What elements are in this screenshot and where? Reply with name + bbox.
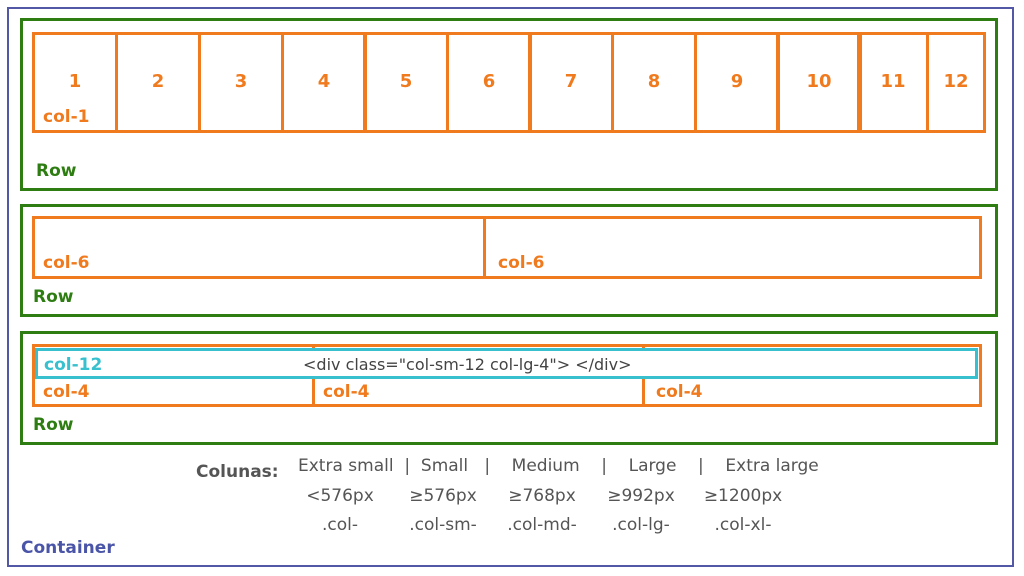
row-1-col-11: 11: [857, 32, 929, 133]
col-6-label: col-6: [43, 253, 90, 273]
col-number: 10: [806, 71, 832, 92]
row-3-col-12-highlight: col-12 <div class="col-sm-12 col-lg-4"> …: [35, 348, 978, 379]
size-extra-small: <576px: [306, 486, 374, 506]
col-number: 6: [482, 71, 496, 92]
col-number: 4: [317, 71, 331, 92]
class-extra-large: .col-xl-: [714, 515, 772, 535]
row-1-col-1: 1 col-1: [32, 32, 118, 133]
class-small: .col-sm-: [409, 515, 477, 535]
row-1-col-8: 8: [611, 32, 697, 133]
row-2-col-6-left: col-6: [32, 216, 486, 279]
container-box: [7, 7, 1014, 567]
code-snippet: <div class="col-sm-12 col-lg-4"> </div>: [303, 355, 632, 374]
col-number: 11: [880, 71, 906, 92]
col-number: 7: [564, 71, 578, 92]
col-number: 2: [151, 71, 165, 92]
columns-header: Extra small | Small | Medium | Large | E…: [298, 456, 819, 476]
container-label: Container: [21, 538, 115, 558]
col-4-label: col-4: [656, 382, 703, 402]
col-number: 1: [68, 71, 82, 92]
row-1-col-7: 7: [528, 32, 614, 133]
row-1-col-5: 5: [363, 32, 449, 133]
row-1-col-12: 12: [926, 32, 986, 133]
col-number: 8: [647, 71, 661, 92]
columns-title: Colunas:: [196, 462, 279, 482]
class-large: .col-lg-: [612, 515, 670, 535]
size-medium: ≥768px: [508, 486, 576, 506]
col-number: 3: [234, 71, 248, 92]
col-4-label: col-4: [43, 382, 90, 402]
size-large: ≥992px: [607, 486, 675, 506]
col-1-label: col-1: [43, 107, 90, 127]
col-number: 12: [943, 71, 969, 92]
row-1: [20, 18, 998, 191]
row-1-label: Row: [36, 161, 77, 181]
row-2: [20, 204, 998, 317]
row-2-col-6-right: col-6: [483, 216, 982, 279]
row-1-col-9: 9: [694, 32, 780, 133]
class-extra-small: .col-: [321, 515, 358, 535]
row-3-label: Row: [33, 415, 74, 435]
col-6-label: col-6: [498, 253, 545, 273]
col-number: 5: [399, 71, 413, 92]
row-1-col-10: 10: [776, 32, 862, 133]
col-4-label: col-4: [323, 382, 370, 402]
row-1-col-4: 4: [281, 32, 367, 133]
col-12-label: col-12: [44, 355, 103, 375]
row-1-col-2: 2: [115, 32, 201, 133]
size-extra-large: ≥1200px: [703, 486, 783, 506]
row-2-label: Row: [33, 287, 74, 307]
size-small: ≥576px: [409, 486, 477, 506]
col-number: 9: [730, 71, 744, 92]
row-1-col-3: 3: [198, 32, 284, 133]
row-1-col-6: 6: [446, 32, 532, 133]
row-3: [20, 331, 998, 445]
class-medium: .col-md-: [507, 515, 577, 535]
